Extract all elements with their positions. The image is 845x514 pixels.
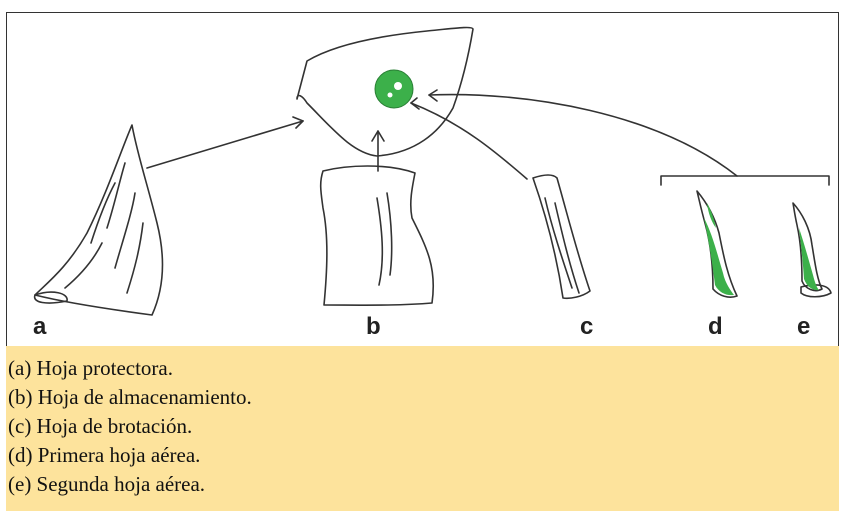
caption-line-e: (e) Segunda hoja aérea. xyxy=(6,470,839,499)
caption-line-b: (b) Hoja de almacenamiento. xyxy=(6,383,839,412)
label-b: b xyxy=(366,313,381,341)
label-d: d xyxy=(708,313,723,341)
caption-line-a: (a) Hoja protectora. xyxy=(6,354,839,383)
label-e: e xyxy=(797,313,810,341)
leaf-labels: a b c d e xyxy=(7,313,840,347)
caption-line-d: (d) Primera hoja aérea. xyxy=(6,441,839,470)
caption-box: (a) Hoja protectora. (b) Hoja de almacen… xyxy=(6,346,839,511)
label-a: a xyxy=(33,313,46,341)
storage-leaf xyxy=(321,166,434,305)
leaf-diagram: a b c d e xyxy=(6,12,839,346)
diagram-drawing xyxy=(7,13,840,347)
sprouting-leaf xyxy=(533,175,590,298)
label-c: c xyxy=(580,313,593,341)
caption-line-c: (c) Hoja de brotación. xyxy=(6,412,839,441)
